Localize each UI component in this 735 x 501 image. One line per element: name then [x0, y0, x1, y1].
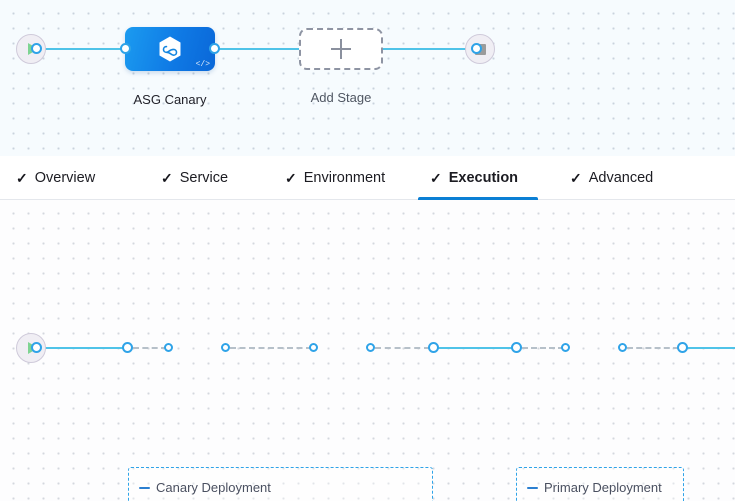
tab-execution[interactable]: ✓ Execution	[418, 156, 538, 200]
tab-label: Overview	[34, 170, 96, 186]
execution-canvas[interactable]: Canary Deployment </> ASG Canary Deploy	[0, 200, 735, 501]
step-group-primary-deployment[interactable]: Primary Deployment	[516, 467, 684, 501]
canary-deploy-out-dot[interactable]	[221, 343, 230, 352]
tab-active-underline	[418, 197, 538, 200]
connector-canary-deploy-to-delete	[230, 347, 312, 349]
add-stage-button[interactable]	[299, 28, 383, 70]
primary-group-entry-dot[interactable]	[511, 342, 522, 353]
execution-start-connector-dot[interactable]	[31, 342, 42, 353]
tab-service[interactable]: ✓ Service	[161, 156, 228, 200]
stage-node-asg-canary[interactable]: </>	[125, 27, 215, 71]
connector-rolling-to-group-exit	[627, 347, 679, 349]
check-icon: ✓	[161, 170, 173, 186]
canary-group-entry-dot[interactable]	[122, 342, 133, 353]
connector-primary-group-onward	[687, 347, 735, 349]
rolling-deploy-in-dot[interactable]	[561, 343, 570, 352]
tab-overview[interactable]: ✓ Overview	[16, 156, 95, 200]
tab-label: Environment	[303, 170, 386, 186]
stage-out-connector-dot[interactable]	[209, 43, 220, 54]
connector-addstage-to-end	[381, 48, 476, 50]
group-label-text: Canary Deployment	[156, 480, 271, 495]
group-collapse-handle-icon[interactable]	[139, 486, 150, 489]
plus-icon-bar	[331, 48, 351, 50]
check-icon: ✓	[430, 170, 442, 186]
connector-delete-to-group-exit	[375, 347, 430, 349]
connector-canary-to-primary-group	[438, 347, 514, 349]
end-connector-dot[interactable]	[471, 43, 482, 54]
step-group-label-primary: Primary Deployment	[527, 480, 662, 495]
check-icon: ✓	[570, 170, 582, 186]
step-group-label-canary: Canary Deployment	[139, 480, 271, 495]
stage-canvas[interactable]: </> ASG Canary Add Stage	[0, 0, 735, 156]
tab-environment[interactable]: ✓ Environment	[285, 156, 385, 200]
check-icon: ✓	[285, 170, 297, 186]
connector-entry-to-rolling-deploy	[522, 347, 564, 349]
tab-label: Service	[179, 170, 229, 186]
start-connector-dot[interactable]	[31, 43, 42, 54]
connector-start-to-stage	[36, 48, 134, 50]
canary-delete-out-dot[interactable]	[366, 343, 375, 352]
tab-label: Execution	[448, 170, 519, 186]
stage-in-connector-dot[interactable]	[120, 43, 131, 54]
step-group-canary-deployment[interactable]: Canary Deployment	[128, 467, 433, 501]
tab-advanced[interactable]: ✓ Advanced	[570, 156, 653, 200]
group-label-text: Primary Deployment	[544, 480, 662, 495]
check-icon: ✓	[16, 170, 28, 186]
canary-delete-in-dot[interactable]	[309, 343, 318, 352]
canary-deploy-in-dot[interactable]	[164, 343, 173, 352]
stage-code-badge: </>	[195, 60, 210, 69]
stage-tab-bar: ✓ Overview ✓ Service ✓ Environment ✓ Exe…	[0, 156, 735, 200]
canary-group-exit-dot[interactable]	[428, 342, 439, 353]
connector-start-to-canary-group	[36, 347, 128, 349]
add-stage-label: Add Stage	[310, 90, 372, 105]
tab-label: Advanced	[588, 170, 654, 186]
connector-stage-to-addstage	[213, 48, 305, 50]
group-collapse-handle-icon[interactable]	[527, 486, 538, 489]
primary-group-exit-dot[interactable]	[677, 342, 688, 353]
rolling-deploy-out-dot[interactable]	[618, 343, 627, 352]
stage-label-asg-canary: ASG Canary	[133, 92, 207, 107]
connector-entry-to-canary-deploy	[133, 347, 167, 349]
asg-hexagon-infinity-icon	[159, 36, 181, 62]
